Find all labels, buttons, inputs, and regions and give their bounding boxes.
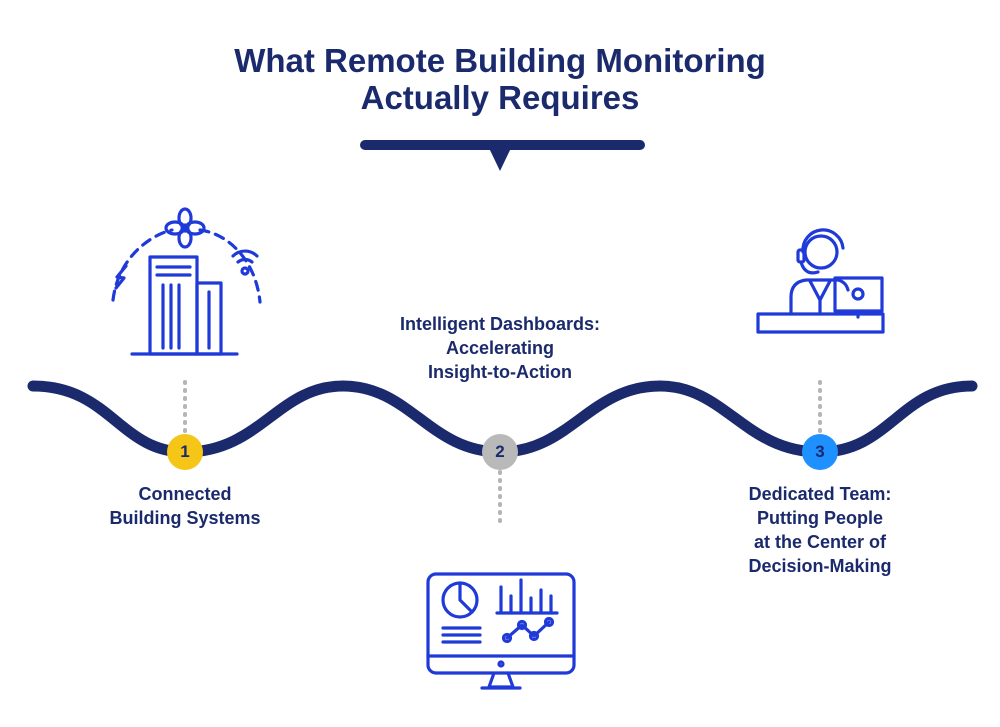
title-line-2: Actually Requires bbox=[360, 79, 640, 116]
step-2-label-line: Intelligent Dashboards: bbox=[399, 314, 601, 334]
building-systems-icon bbox=[111, 207, 262, 356]
step-3-label-line: Decision-Making bbox=[748, 556, 892, 576]
step-3-label-line: Dedicated Team: bbox=[748, 484, 892, 504]
support-agent-icon bbox=[756, 228, 885, 334]
step-3-label-line: Putting People bbox=[757, 508, 883, 528]
step-2-label-line: Insight-to-Action bbox=[428, 362, 572, 382]
page-title: What Remote Building Monitoring Actually… bbox=[0, 42, 1000, 116]
step-marker-3: 3 bbox=[802, 434, 838, 470]
step-3-label-line: at the Center of bbox=[753, 532, 886, 552]
step-1-label-line: Building Systems bbox=[109, 508, 261, 528]
dashboard-monitor-icon bbox=[426, 572, 576, 690]
title-line-1: What Remote Building Monitoring bbox=[234, 42, 766, 79]
step-marker-2: 2 bbox=[482, 434, 518, 470]
step-1-label-line: Connected bbox=[138, 484, 232, 504]
step-marker-1: 1 bbox=[167, 434, 203, 470]
step-2-label: Intelligent Dashboards: Accelerating Ins… bbox=[380, 312, 620, 384]
step-3-label: Dedicated Team: Putting People at the Ce… bbox=[710, 482, 930, 578]
step-1-label: Connected Building Systems bbox=[85, 482, 285, 530]
step-2-label-line: Accelerating bbox=[445, 338, 555, 358]
title-pointer bbox=[489, 148, 511, 171]
